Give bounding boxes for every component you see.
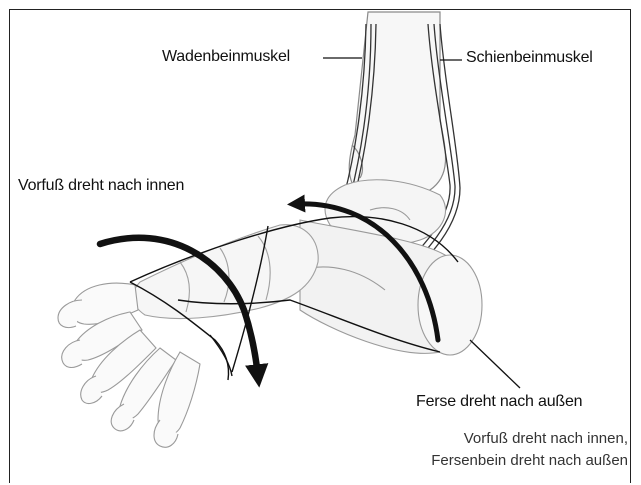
calf-muscle-label: Wadenbeinmuskel <box>162 48 290 66</box>
caption: Vorfuß dreht nach innen, Fersenbein dreh… <box>431 428 628 472</box>
shin-muscle-label: Schienbeinmuskel <box>466 49 593 67</box>
forefoot-label: Vorfuß dreht nach innen <box>18 177 184 195</box>
caption-line-1: Vorfuß dreht nach innen, <box>431 428 628 450</box>
heel-label: Ferse dreht nach außen <box>416 393 582 411</box>
shin-bone <box>349 12 445 195</box>
caption-line-2: Fersenbein dreht nach außen <box>431 450 628 472</box>
